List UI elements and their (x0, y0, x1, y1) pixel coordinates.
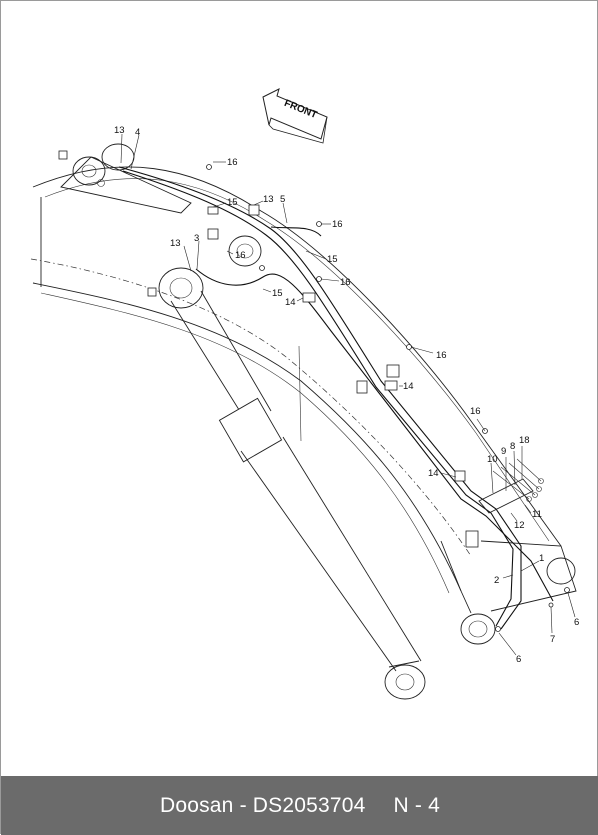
callout-14: 14 (403, 381, 414, 392)
callout-9: 9 (501, 446, 506, 457)
callout-13: 13 (263, 194, 274, 205)
callout-2: 2 (494, 575, 499, 586)
boom-piping-diagram: FRONT (30, 88, 579, 700)
leader-lines (120, 133, 576, 656)
callout-3: 3 (194, 233, 199, 244)
callout-6: 6 (516, 654, 521, 665)
callout-16: 16 (235, 250, 246, 261)
callout-15: 15 (327, 254, 338, 265)
boom-foot (58, 143, 192, 214)
callout-5: 5 (280, 194, 285, 205)
footer-brand-part-number: Doosan - DS2053704 (159, 793, 366, 817)
footer-page-number: N - 4 (393, 793, 441, 817)
callout-16: 16 (227, 157, 238, 168)
callout-6: 6 (574, 617, 579, 628)
clamps (207, 204, 479, 548)
callout-4: 4 (135, 127, 140, 138)
callout-18: 18 (519, 435, 530, 446)
boom-boss (228, 235, 262, 267)
callout-13: 13 (114, 125, 125, 136)
callout-12: 12 (514, 520, 525, 531)
callout-7: 7 (550, 634, 555, 645)
callout-16: 16 (340, 277, 351, 288)
bolts (206, 164, 570, 632)
front-arrow: FRONT (262, 88, 328, 144)
hydraulic-lines (118, 166, 554, 630)
callout-1: 1 (539, 553, 544, 564)
callout-16: 16 (470, 406, 481, 417)
callout-16: 16 (332, 219, 343, 230)
callout-15: 15 (227, 197, 238, 208)
callouts: 13 4 16 15 13 5 16 13 3 16 15 16 15 14 1… (114, 125, 579, 665)
footer-bar: Doosan - DS2053704 N - 4 (1, 776, 598, 835)
boom (30, 166, 577, 645)
callout-16: 16 (436, 350, 447, 361)
fitting-block (478, 458, 544, 514)
boom-cylinder (147, 267, 426, 700)
callout-10: 10 (487, 454, 498, 465)
callout-14: 14 (285, 297, 296, 308)
callout-11: 11 (532, 509, 542, 520)
callout-15: 15 (272, 288, 283, 299)
callout-14: 14 (428, 468, 439, 479)
callout-13: 13 (170, 238, 181, 249)
callout-8: 8 (510, 441, 515, 452)
